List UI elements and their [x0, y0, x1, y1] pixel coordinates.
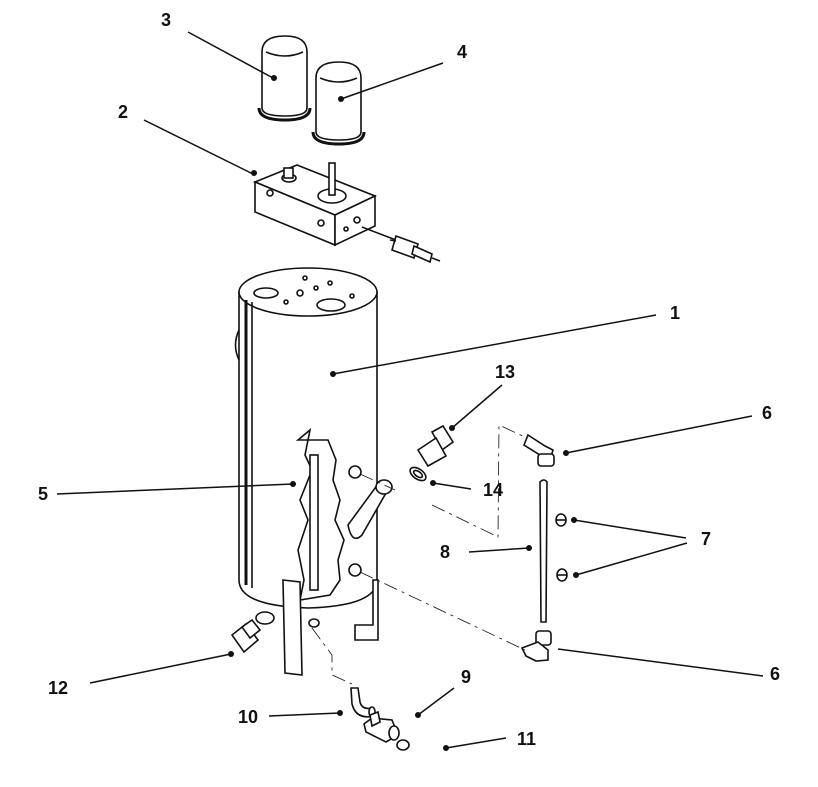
callout-label-1: 1	[670, 303, 680, 323]
callout-label-14: 14	[483, 480, 503, 500]
callout-label-2: 2	[118, 102, 128, 122]
callout-10: 10	[238, 707, 343, 727]
part-4-cap	[311, 61, 366, 146]
callout-label-10: 10	[238, 707, 258, 727]
part-8-sight-tube	[539, 479, 548, 623]
callout-label-9: 9	[461, 667, 471, 687]
part-14-washer	[409, 466, 427, 482]
callout-label-6-lower: 6	[770, 664, 780, 684]
callout-11: 11	[443, 729, 536, 751]
part-12-plug	[230, 618, 262, 654]
callout-2: 2	[118, 102, 257, 176]
part-13-screw	[416, 424, 455, 468]
callout-8: 8	[440, 542, 532, 562]
callout-14: 14	[430, 480, 503, 500]
part-2-valve-block	[252, 162, 441, 264]
part-3-cap	[257, 35, 312, 122]
callout-4: 4	[338, 42, 467, 102]
part-10-elbow	[350, 687, 376, 718]
callout-5: 5	[38, 481, 296, 504]
callout-6-upper: 6	[563, 403, 772, 456]
part-1-tank	[234, 267, 393, 676]
part-9-valve	[363, 710, 400, 743]
callout-3: 3	[161, 10, 277, 81]
callout-label-5: 5	[38, 484, 48, 504]
callout-1: 1	[330, 303, 680, 377]
callout-9: 9	[415, 667, 471, 718]
callout-label-11: 11	[517, 729, 536, 749]
callout-label-8: 8	[440, 542, 450, 562]
assembly-lines	[311, 424, 528, 685]
callout-label-13: 13	[495, 362, 515, 382]
callout-7: 7	[571, 517, 711, 578]
part-6-lower-elbow	[520, 630, 552, 662]
callout-label-4: 4	[457, 42, 467, 62]
callout-label-7: 7	[701, 529, 711, 549]
callout-label-3: 3	[161, 10, 171, 30]
callout-12: 12	[48, 651, 234, 698]
part-11-cap	[396, 739, 410, 751]
callout-6-lower: 6	[557, 648, 780, 684]
callout-label-12: 12	[48, 678, 68, 698]
part-6-upper-elbow	[523, 433, 555, 467]
callout-13: 13	[449, 362, 515, 431]
callout-label-6-upper: 6	[762, 403, 772, 423]
part-7-seals	[555, 513, 568, 582]
